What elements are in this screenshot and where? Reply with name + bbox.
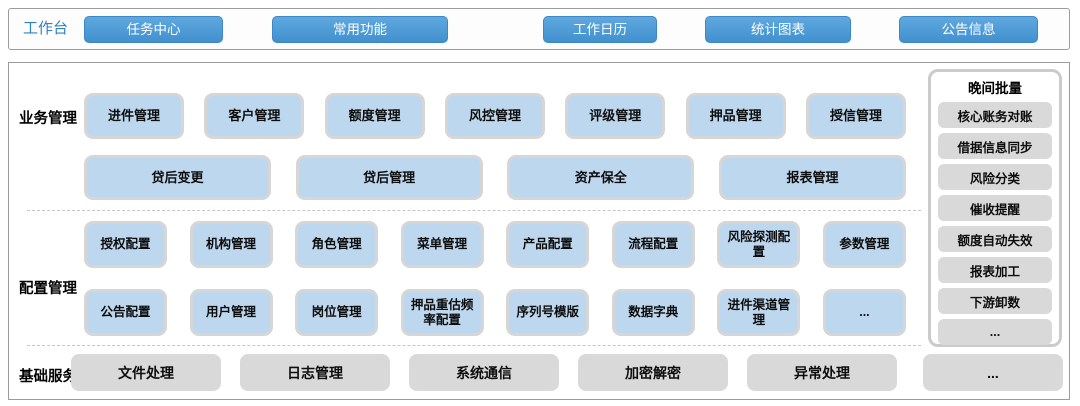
night-batch-title: 晚间批量	[968, 81, 1022, 96]
module-announcement-config[interactable]: 公告配置	[84, 289, 167, 336]
batch-core-account-reconciliation[interactable]: 核心账务对账	[938, 102, 1052, 128]
workbench-label: 工作台	[23, 20, 69, 37]
basic-services-row: 文件处理 日志管理 系统通信 加密解密 异常处理	[71, 354, 897, 391]
service-more[interactable]: ...	[923, 354, 1063, 391]
module-customer-mgmt[interactable]: 客户管理	[204, 93, 305, 139]
section-label-business: 业务管理	[19, 111, 77, 127]
module-collateral-revaluation-freq-config[interactable]: 押品重估频率配置	[400, 289, 484, 336]
business-row-2: 贷后变更 贷后管理 资产保全 报表管理	[84, 155, 906, 200]
module-product-config[interactable]: 产品配置	[506, 221, 590, 268]
batch-collection-reminder[interactable]: 催收提醒	[938, 195, 1052, 221]
batch-loan-info-sync[interactable]: 借据信息同步	[938, 133, 1052, 159]
batch-downstream-data-export[interactable]: 下游卸数	[938, 288, 1052, 314]
module-data-dictionary[interactable]: 数据字典	[611, 289, 695, 336]
service-file-processing[interactable]: 文件处理	[71, 354, 221, 391]
module-intake-channel-mgmt[interactable]: 进件渠道管理	[717, 289, 801, 336]
module-risk-control-mgmt[interactable]: 风控管理	[444, 93, 545, 139]
module-credit-mgmt[interactable]: 授信管理	[805, 93, 906, 139]
module-org-mgmt[interactable]: 机构管理	[189, 221, 273, 268]
tab-common-functions[interactable]: 常用功能	[272, 16, 448, 43]
module-position-mgmt[interactable]: 岗位管理	[295, 289, 379, 336]
service-encrypt-decrypt[interactable]: 加密解密	[578, 354, 728, 391]
service-system-communication[interactable]: 系统通信	[409, 354, 559, 391]
business-row-1: 进件管理 客户管理 额度管理 风控管理 评级管理 押品管理 授信管理	[84, 93, 906, 139]
batch-report-processing[interactable]: 报表加工	[938, 257, 1052, 283]
module-rating-mgmt[interactable]: 评级管理	[565, 93, 666, 139]
workbench-toolbar: 工作台 任务中心 常用功能 工作日历 统计图表 公告信息	[8, 8, 1070, 50]
module-asset-preservation[interactable]: 资产保全	[507, 155, 695, 200]
tab-work-calendar[interactable]: 工作日历	[543, 16, 657, 43]
module-post-loan-change[interactable]: 贷后变更	[84, 155, 271, 200]
module-role-mgmt[interactable]: 角色管理	[295, 221, 379, 268]
module-report-mgmt[interactable]: 报表管理	[718, 155, 906, 200]
config-row-2: 公告配置 用户管理 岗位管理 押品重估频率配置 序列号模版 数据字典 进件渠道管…	[84, 289, 906, 336]
service-log-mgmt[interactable]: 日志管理	[240, 354, 390, 391]
module-collateral-mgmt[interactable]: 押品管理	[685, 93, 786, 139]
night-batch-panel: 晚间批量 核心账务对账 借据信息同步 风险分类 催收提醒 额度自动失效 报表加工…	[928, 69, 1062, 347]
service-exception-handling[interactable]: 异常处理	[747, 354, 897, 391]
module-quota-mgmt[interactable]: 额度管理	[324, 93, 425, 139]
module-intake-mgmt[interactable]: 进件管理	[84, 93, 184, 139]
tab-task-center[interactable]: 任务中心	[84, 16, 223, 43]
module-auth-config[interactable]: 授权配置	[84, 221, 167, 268]
modules-panel: 业务管理 配置管理 基础服务 进件管理 客户管理 额度管理 风控管理 评级管理 …	[8, 62, 1070, 400]
batch-more[interactable]: ...	[938, 319, 1052, 345]
module-serial-number-template[interactable]: 序列号模版	[506, 289, 590, 336]
section-label-config: 配置管理	[19, 281, 77, 297]
module-parameter-mgmt[interactable]: 参数管理	[822, 221, 906, 268]
divider-config-basic	[27, 345, 921, 346]
divider-business-config	[27, 210, 921, 211]
module-user-mgmt[interactable]: 用户管理	[189, 289, 273, 336]
module-process-config[interactable]: 流程配置	[611, 221, 695, 268]
batch-quota-auto-expire[interactable]: 额度自动失效	[938, 226, 1052, 252]
batch-risk-classification[interactable]: 风险分类	[938, 164, 1052, 190]
module-config-more[interactable]: ...	[822, 289, 906, 336]
module-menu-mgmt[interactable]: 菜单管理	[400, 221, 484, 268]
module-risk-detection-config[interactable]: 风险探测配置	[717, 221, 801, 268]
section-label-basic: 基础服务	[19, 369, 77, 385]
module-post-loan-mgmt[interactable]: 贷后管理	[295, 155, 483, 200]
tab-announcement-info[interactable]: 公告信息	[899, 16, 1038, 43]
config-row-1: 授权配置 机构管理 角色管理 菜单管理 产品配置 流程配置 风险探测配置 参数管…	[84, 221, 906, 268]
tab-statistics-charts[interactable]: 统计图表	[705, 16, 851, 43]
